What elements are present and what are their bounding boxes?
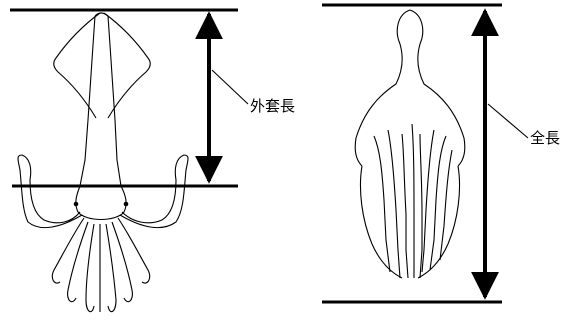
squid-arms — [52, 218, 149, 312]
squid-fins — [54, 13, 150, 118]
squid-right-tentacle — [120, 155, 188, 228]
squid-eye-right — [124, 202, 129, 207]
total-length-label: 全長 — [530, 131, 560, 146]
total-length-leader — [488, 104, 528, 138]
squid-mantle — [80, 13, 121, 186]
squid-left-tentacle — [18, 155, 82, 228]
octopus-figure — [322, 5, 528, 302]
squid-figure — [10, 10, 248, 312]
mantle-length-leader — [212, 70, 248, 104]
octopus-head — [355, 10, 465, 166]
mantle-length-label: 外套長 — [250, 99, 295, 114]
squid-head — [76, 186, 126, 220]
squid-eye-left — [74, 202, 79, 207]
octopus-arms — [374, 124, 452, 278]
